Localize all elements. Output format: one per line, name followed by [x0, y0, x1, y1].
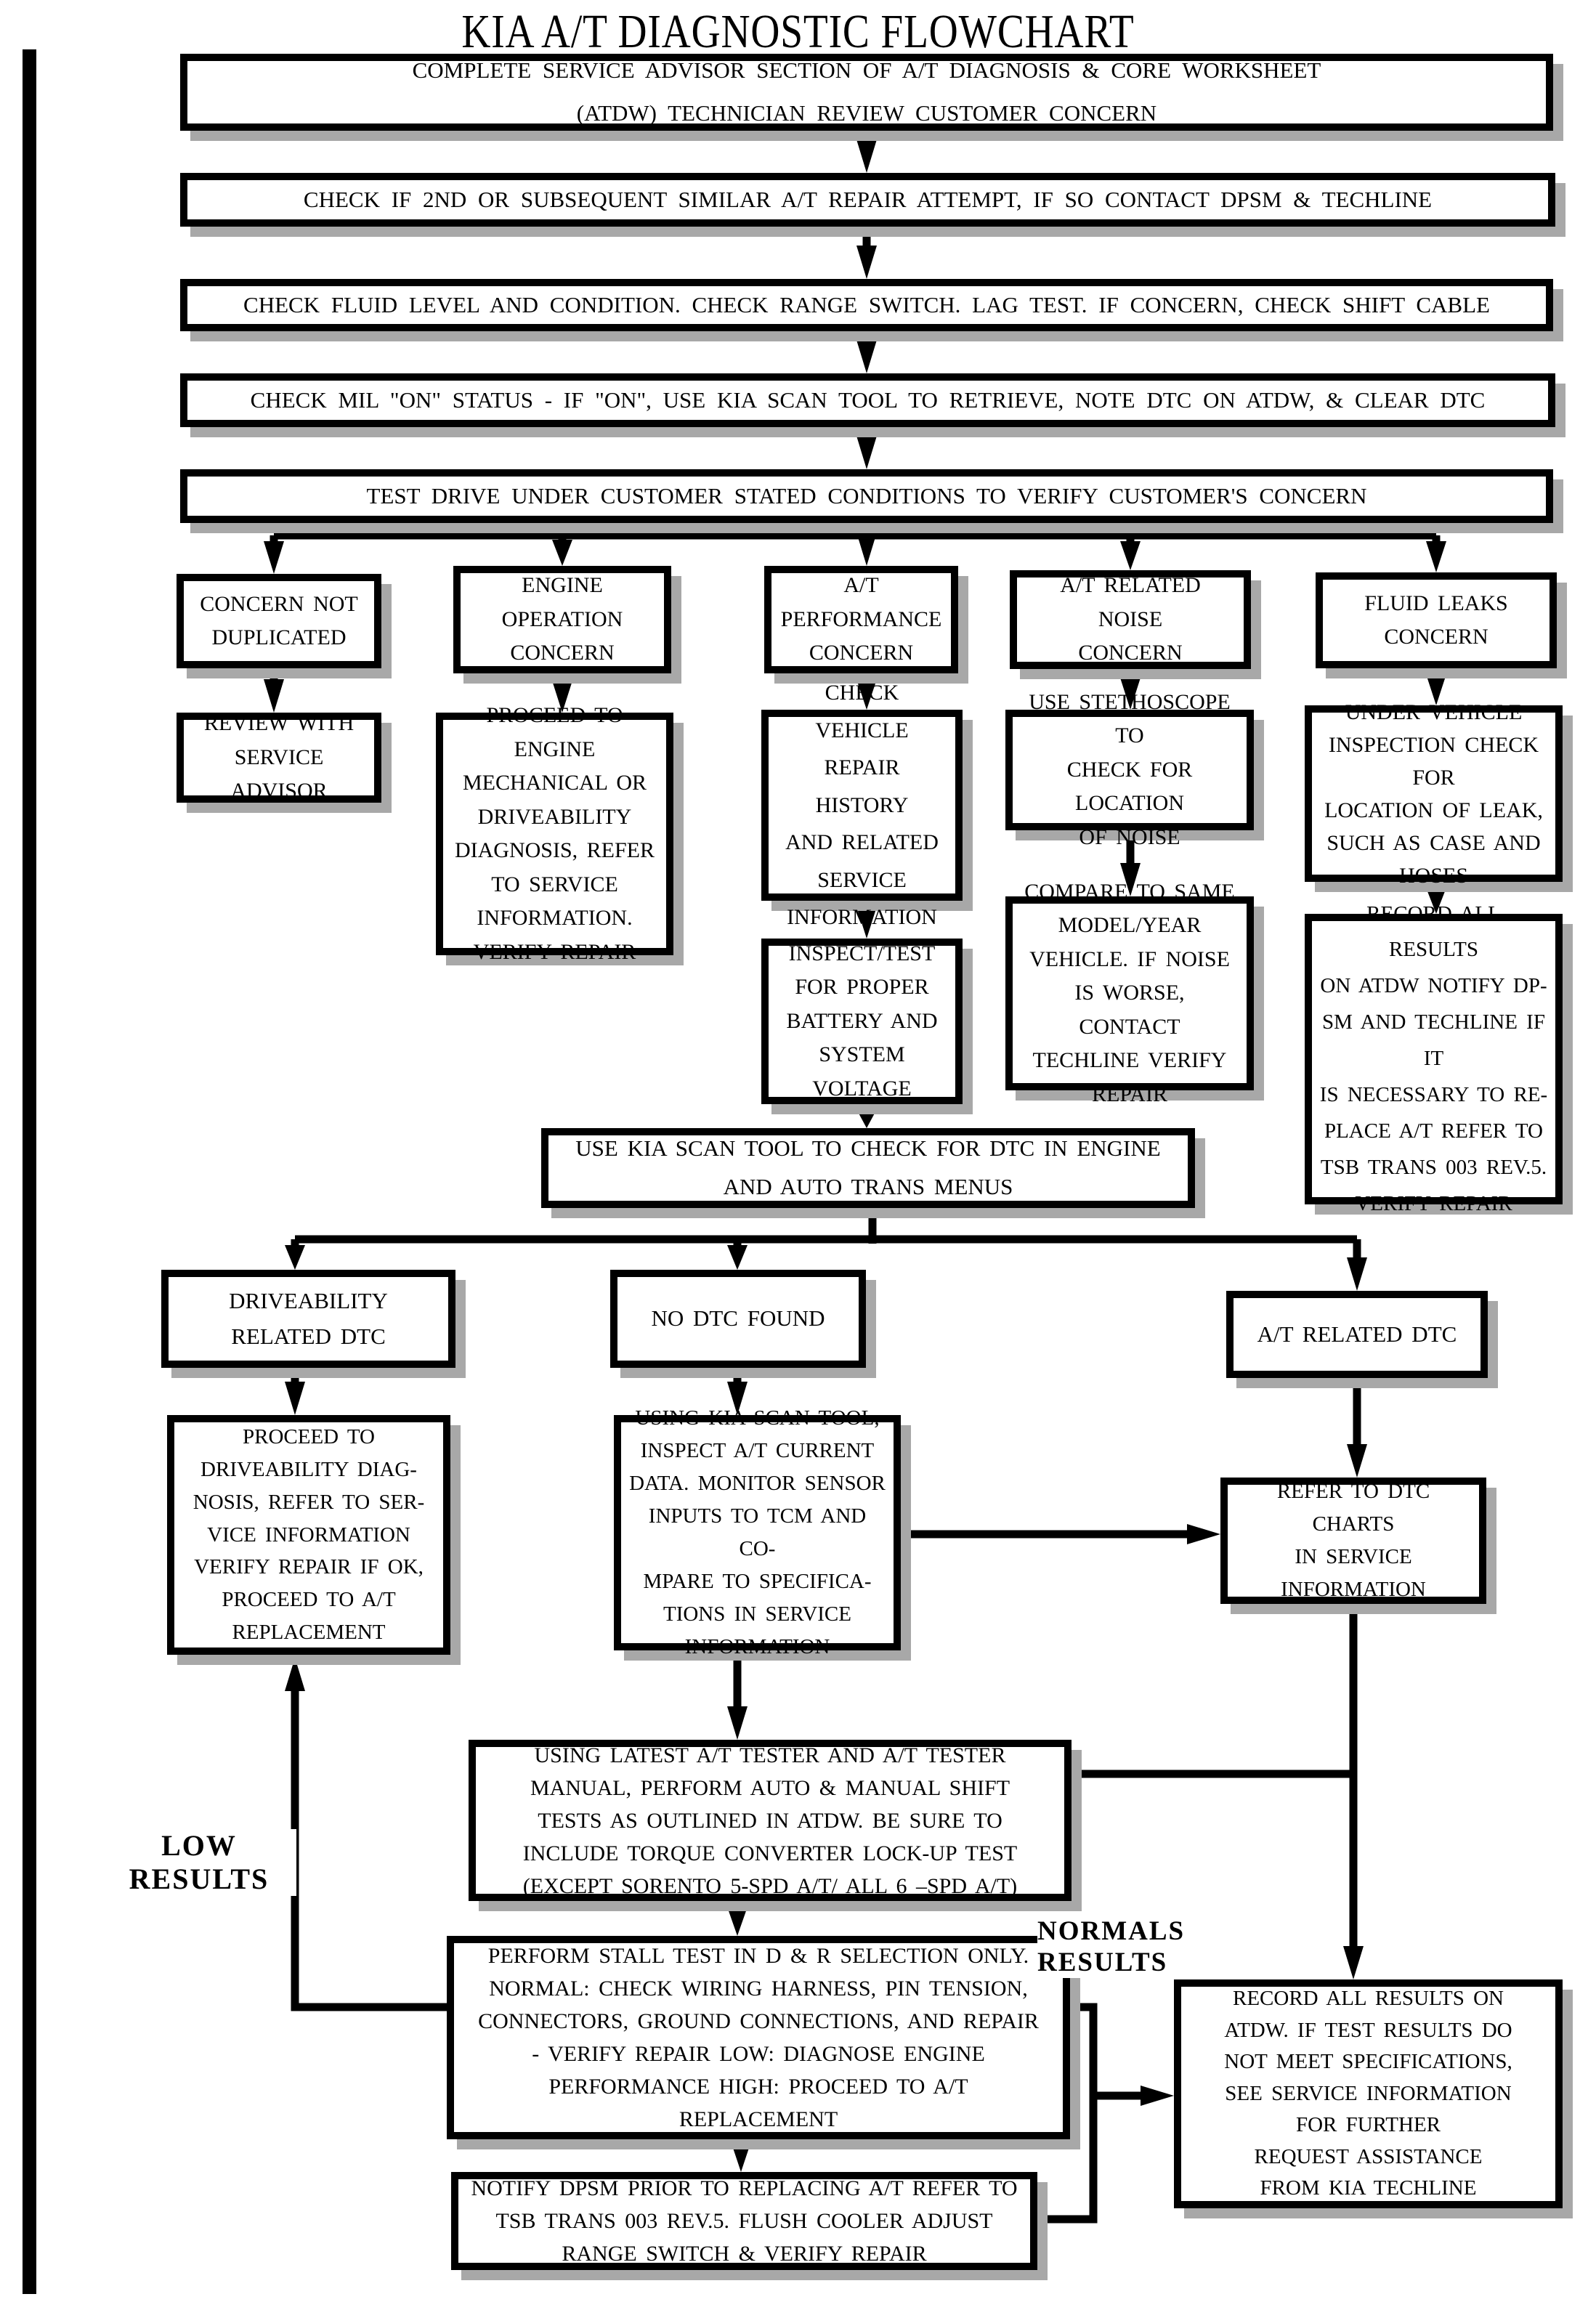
- node-use-stethoscope: USE STETHOSCOPE TO CHECK FOR LOCATION OF…: [1005, 690, 1254, 849]
- node-check-repair-history: CHECK VEHICLE REPAIR HISTORY AND RELATED…: [761, 681, 963, 929]
- node-compare-same-model: COMPARE TO SAME MODEL/YEAR VEHICLE. IF N…: [1005, 880, 1254, 1106]
- node-driveability-dtc: DRIVEABILITY RELATED DTC: [161, 1270, 455, 1368]
- node-scan-for-dtc: USE KIA SCAN TOOL TO CHECK FOR DTC IN EN…: [541, 1128, 1195, 1208]
- node-repair-attempt: CHECK IF 2ND OR SUBSEQUENT SIMILAR A/T R…: [180, 173, 1555, 227]
- node-no-dtc-found: NO DTC FOUND: [610, 1270, 866, 1368]
- label-normals-results: NORMALS RESULTS: [1037, 1916, 1186, 1979]
- node-record-results-atdw-notify: RECORD ALL RESULTS ON ATDW NOTIFY DP- SM…: [1305, 902, 1563, 1215]
- node-under-vehicle-inspection: UNDER VEHICLE INSPECTION CHECK FOR LOCAT…: [1305, 700, 1563, 888]
- left-margin-bar: [23, 49, 36, 2294]
- node-complete-service: COMPLETE SERVICE ADVISOR SECTION OF A/T …: [180, 54, 1553, 131]
- node-stall-test: PERFORM STALL TEST IN D & R SELECTION ON…: [447, 1936, 1070, 2139]
- node-at-noise-concern: A/T RELATED NOISE CONCERN: [1010, 570, 1251, 669]
- node-fluid-level: CHECK FLUID LEVEL AND CONDITION. CHECK R…: [180, 279, 1553, 331]
- arrowheads: [264, 139, 1446, 2172]
- node-mil-status: CHECK MIL "ON" STATUS - IF "ON", USE KIA…: [180, 373, 1555, 427]
- node-at-related-dtc: A/T RELATED DTC: [1226, 1291, 1488, 1378]
- node-proceed-driveability-diagnosis: PROCEED TO DRIVEABILITY DIAG- NOSIS, REF…: [167, 1415, 450, 1655]
- node-inspect-current-data: USING KIA SCAN TOOL, INSPECT A/T CURRENT…: [614, 1406, 901, 1658]
- node-fluid-leaks-concern: FLUID LEAKS CONCERN: [1316, 572, 1557, 668]
- node-proceed-engine-diagnosis: PROCEED TO ENGINE MECHANICAL OR DRIVEABI…: [436, 703, 673, 964]
- node-notify-dpsm: NOTIFY DPSM PRIOR TO REPLACING A/T REFER…: [451, 2172, 1037, 2270]
- node-at-performance-concern: A/T PERFORMANCE CONCERN: [764, 566, 958, 673]
- node-engine-operation-concern: ENGINE OPERATION CONCERN: [453, 566, 671, 673]
- node-shift-tests: USING LATEST A/T TESTER AND A/T TESTER M…: [469, 1740, 1072, 1901]
- node-review-service-advisor: REVIEW WITH SERVICE ADVISOR: [177, 711, 381, 803]
- node-test-drive: TEST DRIVE UNDER CUSTOMER STATED CONDITI…: [180, 469, 1553, 523]
- label-low-results: LOW RESULTS: [102, 1829, 296, 1896]
- node-record-results-techline: RECORD ALL RESULTS ON ATDW. IF TEST RESU…: [1174, 1979, 1563, 2208]
- node-inspect-battery-voltage: INSPECT/TEST FOR PROPER BATTERY AND SYST…: [761, 939, 963, 1104]
- page-title: KIA A/T DIAGNOSTIC FLOWCHART: [461, 5, 1135, 58]
- node-refer-dtc-charts: REFER TO DTC CHARTS IN SERVICE INFORMATI…: [1220, 1478, 1486, 1604]
- node-concern-not-duplicated: CONCERN NOT DUPLICATED: [177, 574, 381, 668]
